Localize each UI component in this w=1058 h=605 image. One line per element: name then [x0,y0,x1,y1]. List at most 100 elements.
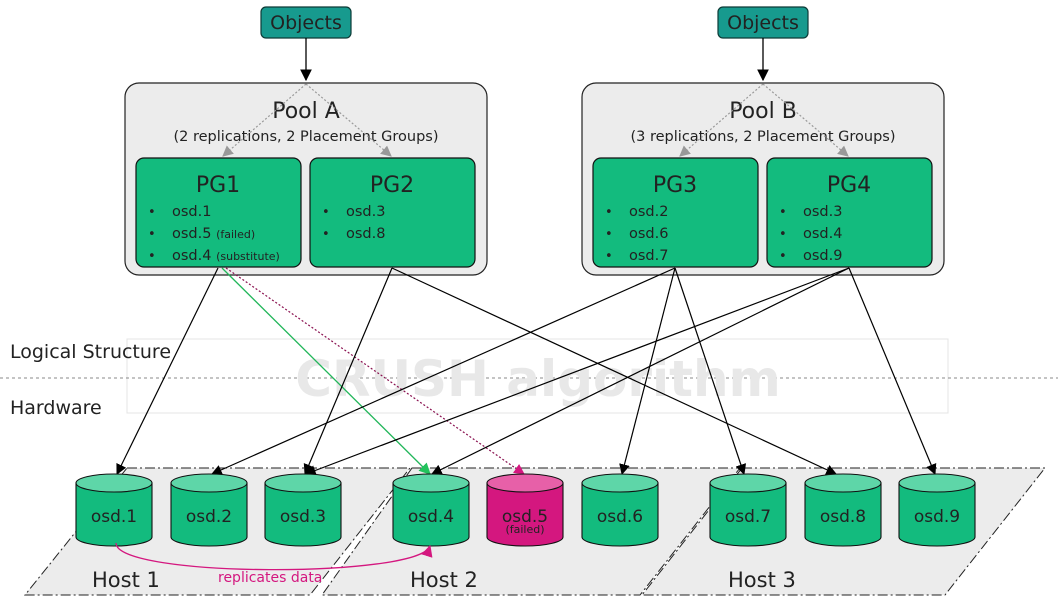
logical-structure-label: Logical Structure [10,341,171,363]
bullet: • [148,249,156,264]
pg-osd-item: osd.8 [346,226,385,242]
osd-label: osd.9 [914,507,960,527]
bullet: • [322,227,330,242]
osd-label: osd.7 [725,507,771,527]
osd-label: osd.4 [408,507,454,527]
osd-cylinder-top [581,473,659,493]
osd-cylinder-body [170,482,248,547]
objects-a: Objects [260,6,352,39]
pg-osd-item: osd.3 [346,204,385,220]
bullet: • [605,249,613,264]
pg-osd-item: osd.7 [629,248,668,264]
osd-cylinder: osd.5(failed) [486,473,564,547]
objects-b: Objects [717,6,809,39]
osd-cylinder-top [898,473,976,493]
osd-label: osd.3 [280,507,326,527]
osd-cylinder-top [264,473,342,493]
pg1-to-osd1-arrow [116,267,219,475]
bullet: • [779,205,787,220]
crush-band [126,338,949,414]
host-2-label: Host 2 [410,568,478,592]
pool-b: Pool B (3 replications, 2 Placement Grou… [581,82,945,276]
osd-label: osd.1 [91,507,137,527]
osd-cylinder: osd.2 [170,473,248,547]
osd-cylinder-body [804,482,882,547]
osd-cylinder: osd.4 [392,473,470,547]
osd-label: osd.6 [597,507,643,527]
osd-cylinder-top [75,473,153,493]
osd-cylinder: osd.6 [581,473,659,547]
crush-algorithm-label: CRUSH algorithm [295,350,780,408]
pg3-to-osd2-arrow [211,267,676,475]
osd-cylinder-body [486,482,564,547]
pg2-to-osd3-arrow [303,267,393,475]
pg-title: PG2 [370,173,414,198]
pg1-to-osd5-arrow [225,267,525,475]
pg3: PG3 • osd.2 • osd.6 • osd.7 [592,157,759,268]
bullet: • [148,205,156,220]
pg1: PG1 • osd.1 • osd.5 (failed) • osd.4 (su… [135,157,302,268]
osd-status-label: (failed) [505,523,544,536]
pg-osd-item: osd.6 [629,226,668,242]
pool-split-arrow [762,83,849,157]
osd-cylinder-body [392,482,470,547]
replication: replicates data [115,542,433,586]
osd-cylinder: osd.3 [264,473,342,547]
osd-label: osd.5 [502,507,548,527]
pg3-to-osd7-arrow [674,267,747,476]
osd-cylinder-body [709,482,787,547]
layer-band: CRUSH algorithm Logical Structure Hardwa… [0,338,1058,419]
pg-box [135,157,302,268]
pool-title: Pool A [272,99,340,124]
pg-title: PG4 [827,173,871,198]
osd-cylinder-top [392,473,470,493]
host-3-label: Host 3 [728,568,796,592]
pg2-to-osd8-arrow [391,267,837,475]
pg-osd-item: osd.9 [803,248,842,264]
pool-subtitle: (2 replications, 2 Placement Groups) [174,129,439,145]
objects-label: Objects [270,12,342,34]
osd-cylinder: osd.8 [804,473,882,547]
host-1-label: Host 1 [92,568,160,592]
pg-box [766,157,933,268]
bullet: • [779,227,787,242]
pg4: PG4 • osd.3 • osd.4 • osd.9 [766,157,933,268]
pool-subtitle: (3 replications, 2 Placement Groups) [631,129,896,145]
pool-a: Pool A (2 replications, 2 Placement Grou… [124,82,488,276]
mapping-arrows [116,267,937,476]
objects-label: Objects [727,12,799,34]
osd-cylinder-top [486,473,564,493]
osd-cylinder: osd.9 [898,473,976,547]
pg-osd-item: osd.3 [803,204,842,220]
osd-cylinder-top [170,473,248,493]
bullet: • [322,205,330,220]
pg3-to-osd6-arrow [619,267,676,476]
osd-layer: osd.1 osd.2 osd.3 osd.4 osd.5(failed) osd.6 os… [75,473,976,547]
pg-osd-item: osd.2 [629,204,668,220]
bullet: • [148,227,156,242]
osd-cylinder-top [804,473,882,493]
pg-title: PG1 [196,173,240,198]
osd-cylinder: osd.1 [75,473,153,547]
pg4-to-osd3-arrow [304,267,850,476]
osd-cylinder: osd.7 [709,473,787,547]
pg4-to-osd4-arrow [431,267,850,475]
osd-label: osd.2 [186,507,232,527]
replicates-data-arrow [115,542,433,571]
pg4-to-osd9-arrow [848,267,937,475]
osd-cylinder-top [709,473,787,493]
bullet: • [779,249,787,264]
replicates-data-label: replicates data [218,570,322,586]
bullet: • [605,205,613,220]
pg-title: PG3 [653,173,697,198]
pg-osd-item: osd.1 [172,204,211,220]
bullet: • [605,227,613,242]
pg-osd-item: osd.4 [803,226,842,242]
pg-box [592,157,759,268]
pool-title: Pool B [729,99,797,124]
osd-cylinder-body [898,482,976,547]
pool-split-arrow [305,83,392,157]
osd-cylinder-body [264,482,342,547]
pg2: PG2 • osd.3 • osd.8 [309,157,476,268]
